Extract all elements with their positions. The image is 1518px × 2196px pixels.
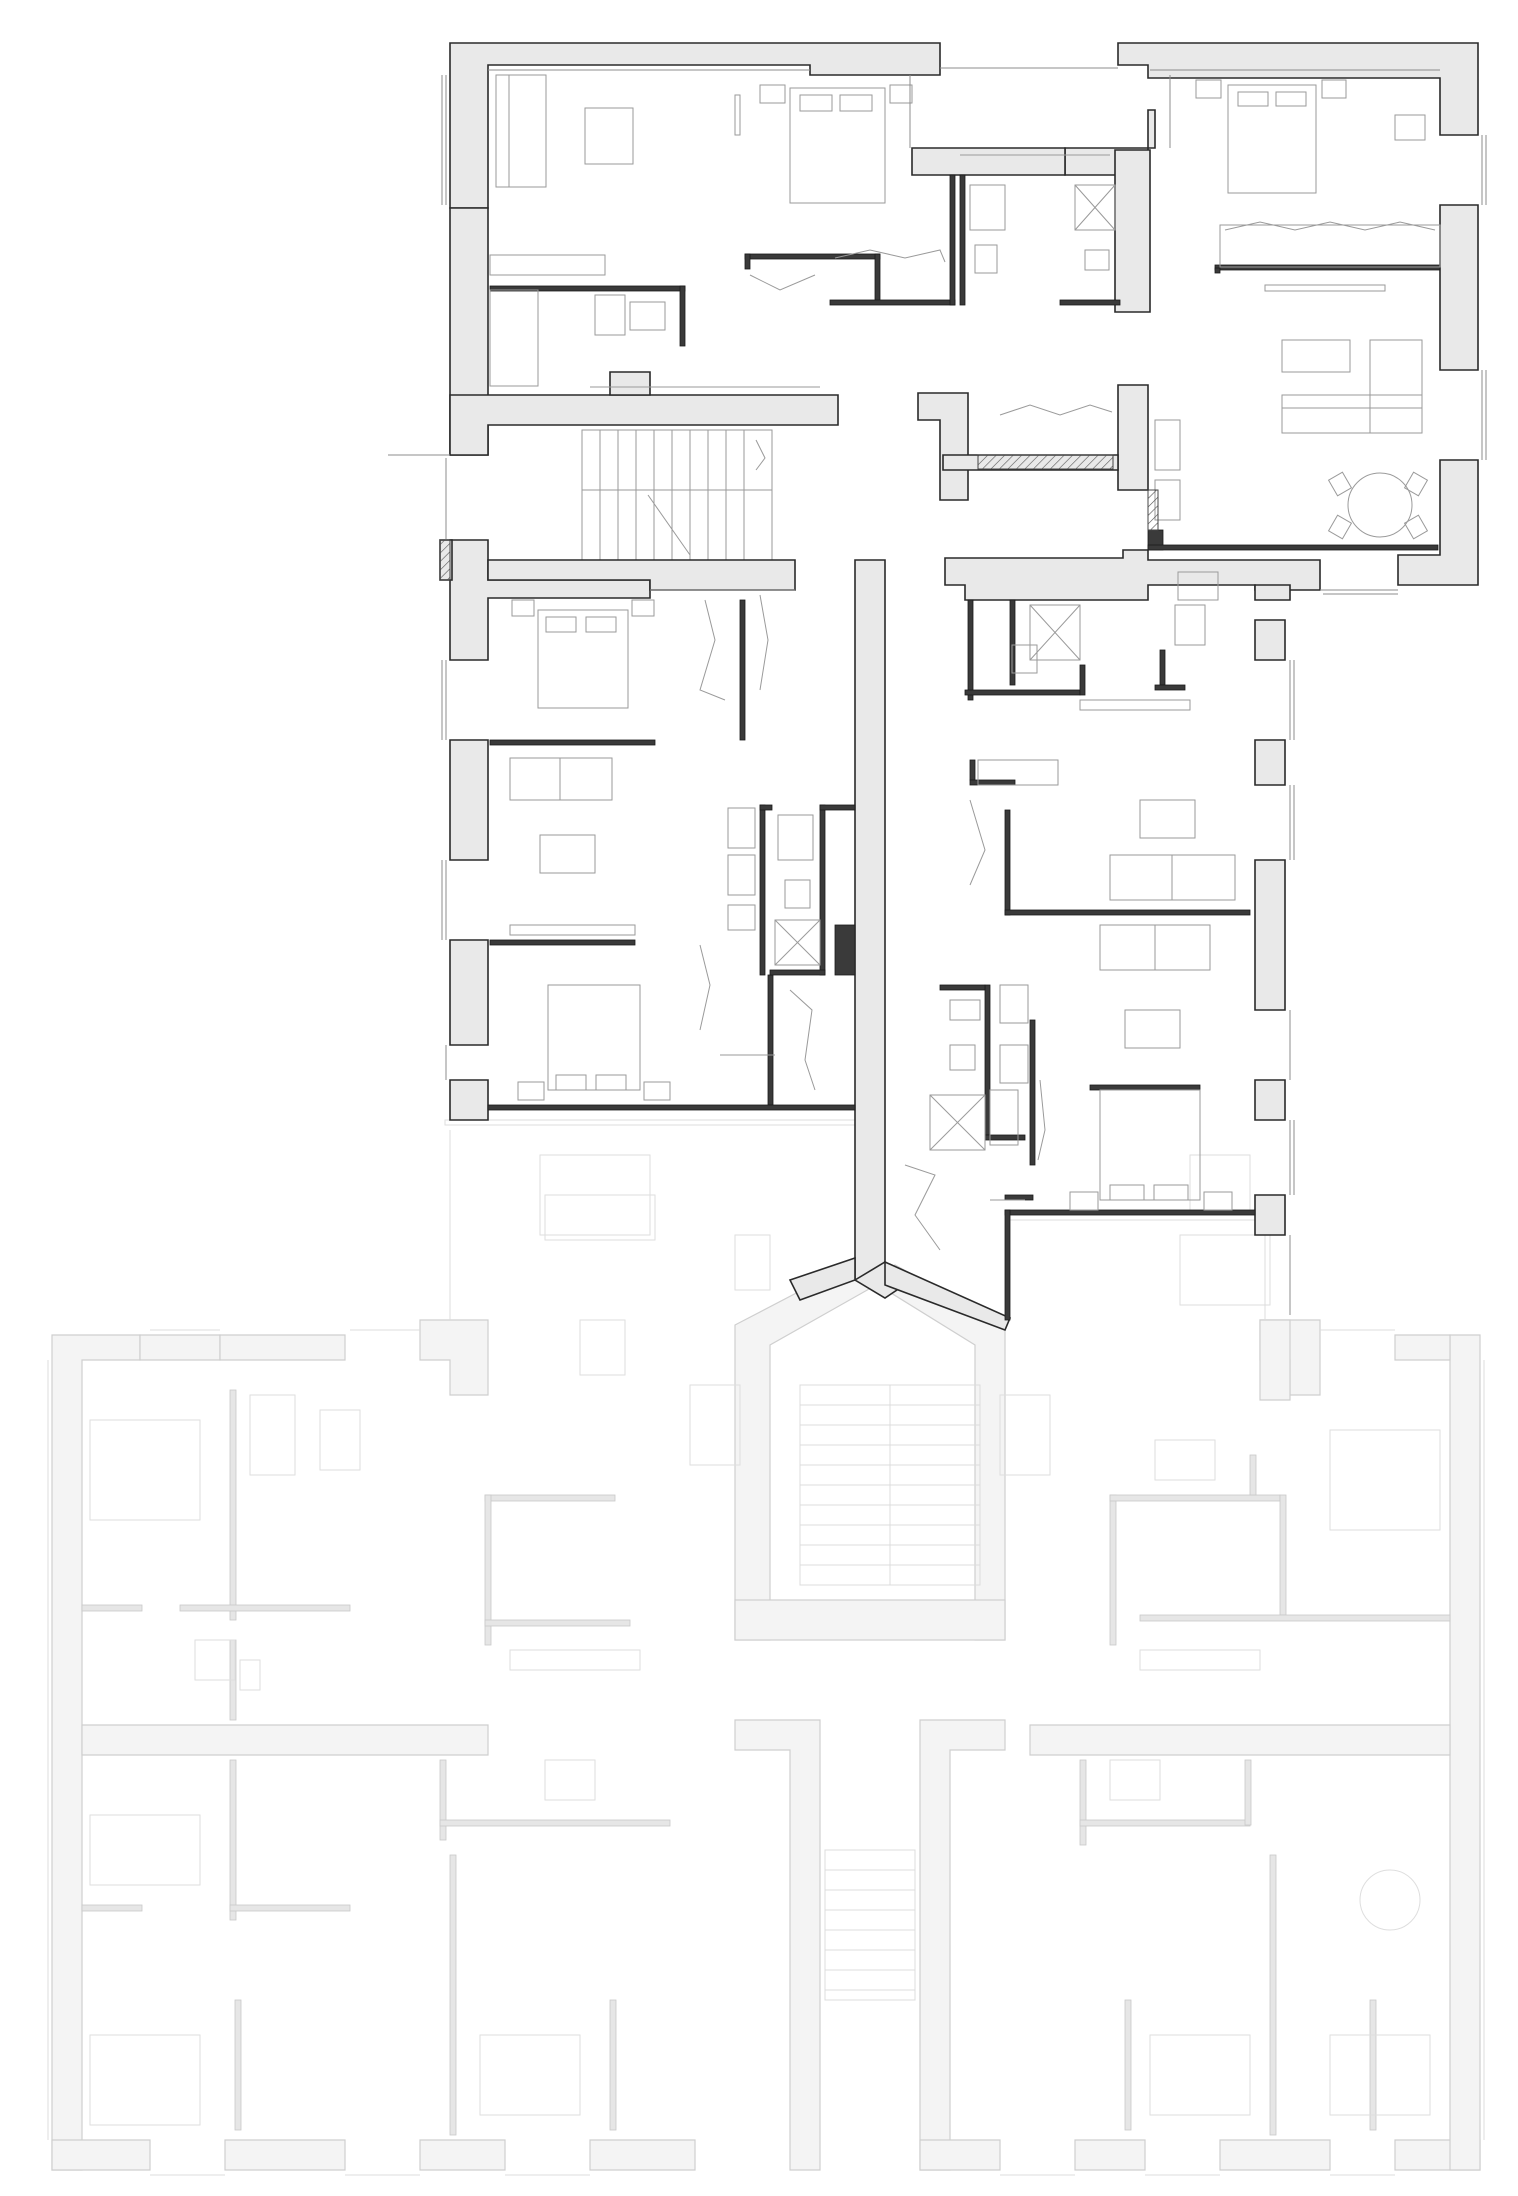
context-building xyxy=(47,1119,1485,2176)
wall-ne xyxy=(1117,42,1479,136)
wall-spine xyxy=(854,559,886,1281)
furniture-nw-living xyxy=(489,74,820,388)
furniture-ne-bedroom xyxy=(1195,79,1441,292)
windows xyxy=(388,67,1487,1315)
furniture-w-bedroom xyxy=(511,594,769,709)
wall-west-mid xyxy=(449,539,651,661)
wall-nw xyxy=(449,42,941,209)
main-building xyxy=(388,42,1487,1332)
furniture-se-bedroom xyxy=(904,1089,1233,1251)
furniture-e-bath xyxy=(1011,571,1219,711)
furniture-e-living xyxy=(969,759,1236,901)
furniture-n-bath xyxy=(960,154,1116,416)
furniture-w-living xyxy=(509,757,821,1031)
furniture-sw-bedroom xyxy=(517,984,816,1101)
furniture-nw-bedroom xyxy=(749,84,946,291)
furniture-se-living xyxy=(929,924,1211,1161)
stair-north xyxy=(581,429,773,561)
furniture-ne-living xyxy=(1154,339,1429,540)
